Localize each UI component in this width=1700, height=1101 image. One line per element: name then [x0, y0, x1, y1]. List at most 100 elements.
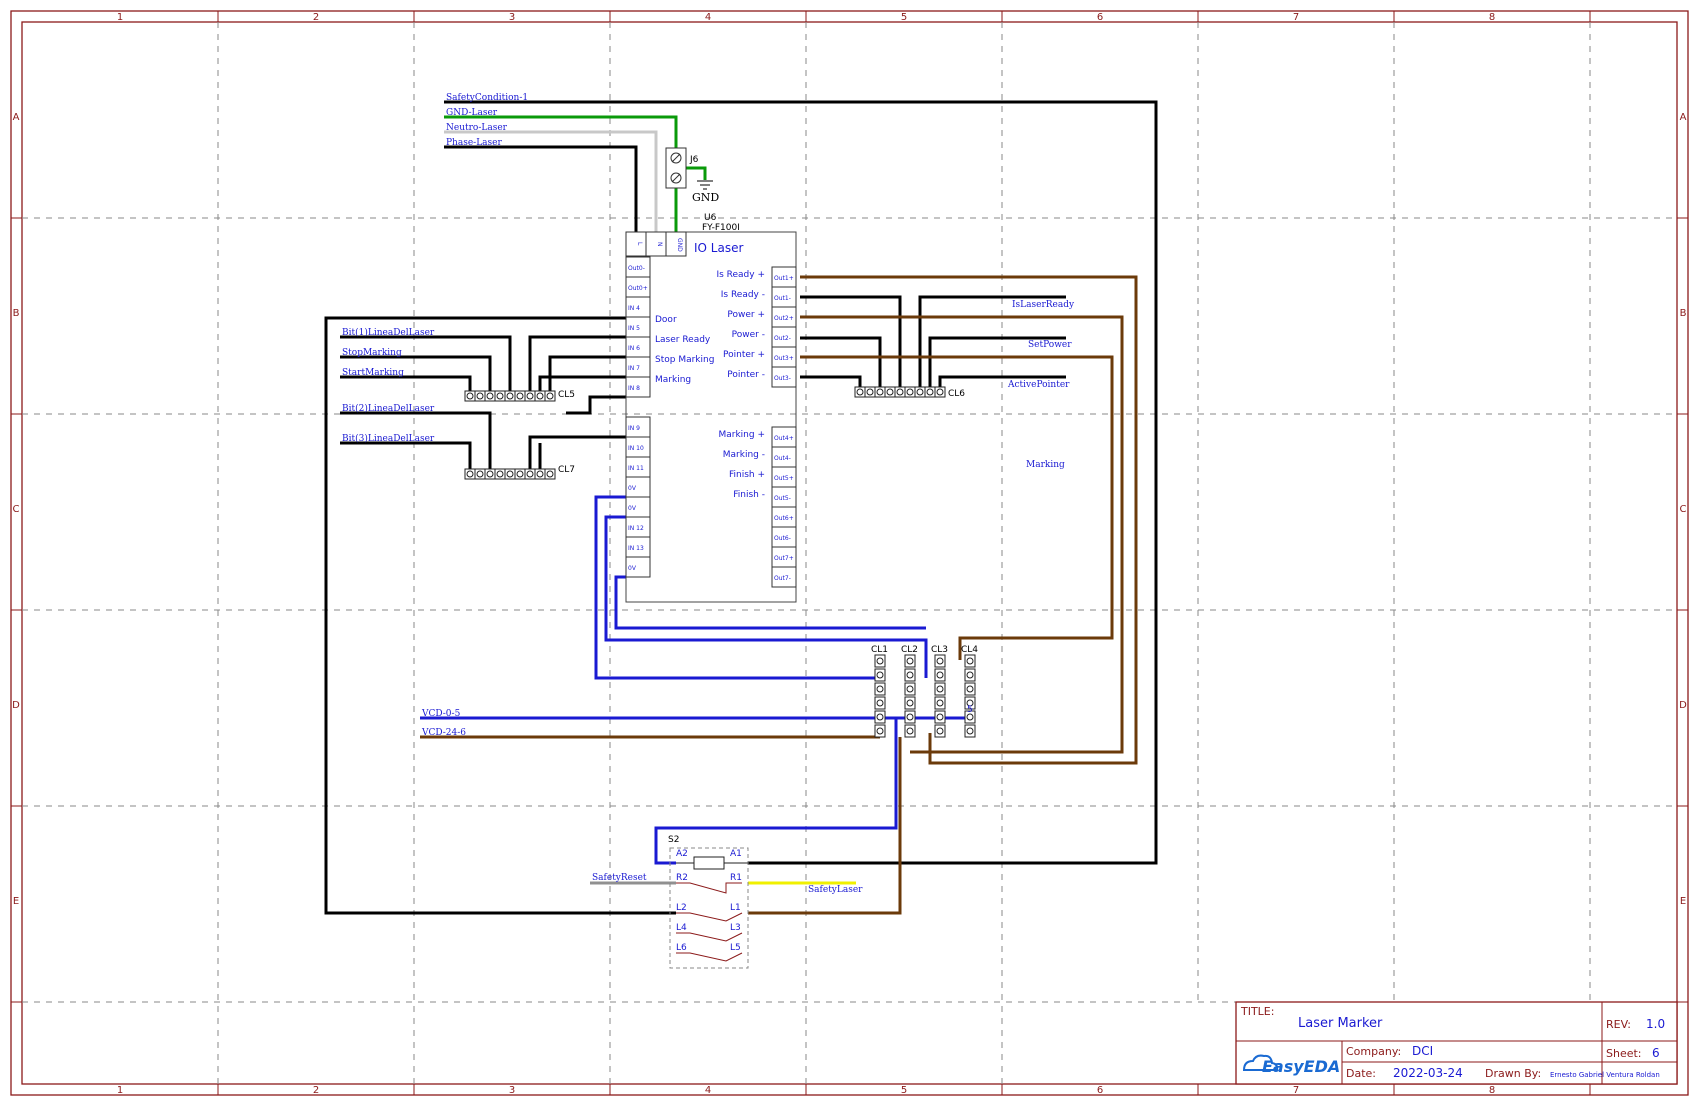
screw-terminal-icon [876, 388, 884, 396]
terminal-blocks-cl1-cl4[interactable] [874, 654, 976, 738]
screw-terminal-icon [876, 727, 884, 735]
zone-col: 7 [1293, 12, 1299, 23]
relay-coil-icon [693, 856, 725, 870]
wire-bit1 [340, 335, 512, 391]
zone-row: E [1680, 896, 1686, 907]
cl3-ref: CL3 [931, 645, 948, 655]
date-label: Date: [1346, 1067, 1376, 1080]
sheet-value: 6 [1652, 1046, 1660, 1060]
zone-row: E [13, 896, 19, 907]
wire-out3-plus [800, 355, 1114, 660]
rev-value: 1.0 [1646, 1017, 1665, 1031]
screw-terminal-icon [936, 727, 944, 735]
u6-right-label: Finish + [729, 470, 765, 480]
wire-start-marking [340, 375, 472, 391]
screw-terminal-icon [866, 388, 874, 396]
net-neutro-laser: Neutro-Laser [446, 123, 508, 133]
s2-ref: S2 [668, 835, 679, 845]
u6-pin-label: IN 11 [628, 465, 644, 472]
wire-stop-marking [340, 355, 492, 391]
u6-pin-label: Out2+ [774, 315, 794, 322]
net-is-laser-ready: IsLaserReady [1012, 300, 1075, 310]
cl7-ref: CL7 [558, 465, 575, 475]
terminal-strip-cl7[interactable] [464, 468, 556, 480]
zone-row: A [1680, 112, 1687, 123]
j6-ref: J6 [689, 155, 699, 165]
u6-pin-label: Out5- [774, 495, 791, 502]
zone-row: A [13, 112, 20, 123]
wire-0v-2 [604, 515, 928, 678]
drawn-value: Ernesto Gabriel Ventura Roldan [1550, 1071, 1660, 1079]
wire-0v-3 [614, 575, 926, 630]
ic-u6-io-laser[interactable]: U6 FY-F100I IO Laser L N GND Out0-Out0+I… [625, 213, 797, 603]
u6-pin-label: IN 9 [628, 425, 640, 432]
zone-col: 4 [705, 1085, 711, 1096]
u6-pin [771, 566, 797, 588]
wire-j6-ground [686, 166, 707, 180]
net-stop-marking: StopMarking [342, 348, 402, 358]
u6-pin-label: 0V [628, 505, 637, 512]
zone-col: 4 [705, 12, 711, 23]
wire-neutro-laser [444, 130, 658, 232]
screw-terminal-icon [916, 388, 924, 396]
wires [324, 100, 1158, 915]
title-label: TITLE: [1240, 1005, 1274, 1018]
u6-pin-label: IN 8 [628, 385, 640, 392]
wire-door-loop [324, 316, 676, 915]
easyeda-logo-icon: EasyEDA [1242, 1054, 1340, 1076]
screw-terminal-icon [966, 671, 974, 679]
u6-right-label: Pointer + [723, 350, 765, 360]
u6-left-label: Stop Marking [655, 355, 714, 365]
net-bit2: Bit(2)LineaDelLaser [342, 403, 435, 414]
relay-pin: L5 [730, 943, 741, 953]
date-value: 2022-03-24 [1393, 1066, 1463, 1080]
wire-in8 [566, 395, 626, 415]
screw-terminal-icon [506, 392, 514, 400]
u6-pin-label: IN 4 [628, 305, 640, 312]
wire-phase-laser [444, 145, 638, 232]
net-marking: Marking [1026, 460, 1065, 470]
u6-pin-label: Out6- [774, 535, 791, 542]
zone-col: 3 [509, 12, 515, 23]
u6-right-label: Pointer - [727, 370, 765, 380]
screw-terminal-icon [876, 713, 884, 721]
wire-in9 [528, 435, 626, 469]
u6-pin-label: IN 7 [628, 365, 640, 372]
zone-col: 2 [313, 12, 319, 23]
u6-right-pins: Out1+Out1-Out2+Out2-Out3+Out3-Out4+Out4-… [771, 266, 797, 588]
screw-terminal-icon [546, 392, 554, 400]
connector-j6[interactable]: J6 GND [665, 147, 719, 204]
net-set-power: SetPower [1028, 340, 1072, 350]
relay-contact-icon [676, 882, 743, 962]
cl6-ref: CL6 [948, 389, 965, 399]
terminal-strip-cl6[interactable] [854, 386, 946, 398]
screw-terminal-icon [906, 388, 914, 396]
easyeda-logo-text: EasyEDA [1262, 1057, 1340, 1076]
company-label: Company: [1346, 1045, 1401, 1058]
company-value: DCI [1412, 1044, 1433, 1058]
screw-terminal-icon [466, 392, 474, 400]
screw-terminal-icon [526, 392, 534, 400]
wire-safety-condition [444, 100, 1158, 865]
net-start-marking: StartMarking [342, 368, 404, 378]
relay-pin: R1 [730, 873, 742, 883]
relay-pin: L4 [676, 923, 687, 933]
relay-pin: L6 [676, 943, 687, 953]
terminal-strip-cl5[interactable] [464, 390, 556, 402]
relay-s2[interactable]: S2 A2 A1 R2 R1 L2 L1 L4 L3 L6 L5 [668, 835, 749, 969]
u6-pin-label: Out5+ [774, 475, 794, 482]
sheet-frame [10, 10, 1689, 1096]
pin-n: N [656, 242, 663, 247]
wire-set-power [928, 336, 1066, 392]
zone-col: 3 [509, 1085, 515, 1096]
screw-terminal-icon [876, 671, 884, 679]
zone-row: D [1679, 700, 1687, 711]
relay-pin: A1 [730, 849, 742, 859]
screw-terminal-icon [546, 470, 554, 478]
screw-terminal-icon [506, 470, 514, 478]
wire-pointer-minus [800, 375, 862, 392]
u6-pin-label: IN 6 [628, 345, 640, 352]
sheet-label: Sheet: [1606, 1047, 1642, 1060]
screw-terminal-icon [936, 713, 944, 721]
